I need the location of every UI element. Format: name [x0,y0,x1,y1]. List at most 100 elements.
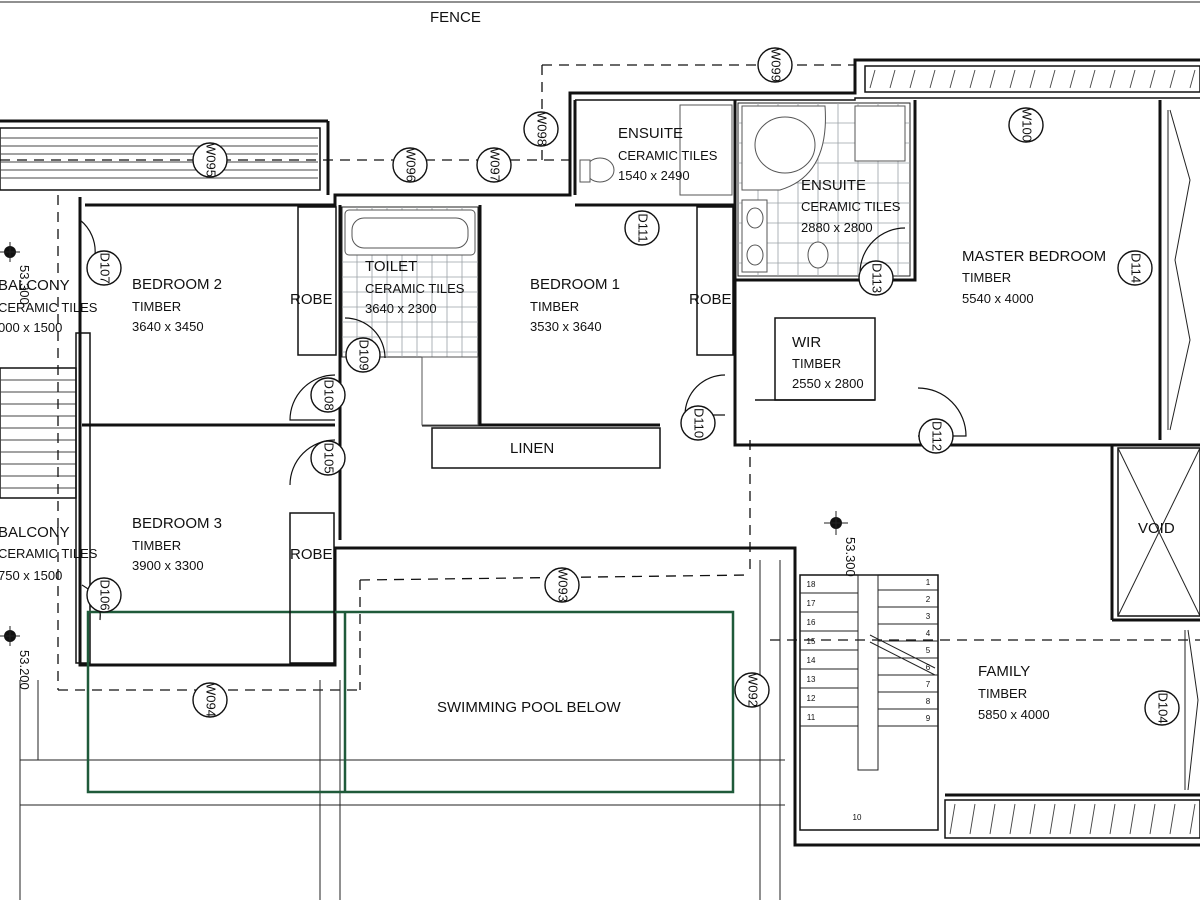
stair-number-left: 11 [807,713,816,722]
stair-number-left: 13 [807,675,816,684]
room-finish: CERAMIC TILES [365,281,465,296]
room-size: 000 x 1500 [0,320,62,335]
tag-w099: W099 [757,47,793,83]
room-master-bedroom: MASTER BEDROOM TIMBER 5540 x 4000 [962,248,1106,306]
room-name: BEDROOM 3 [132,515,222,532]
room-finish: TIMBER [132,299,181,314]
balcony-top-deck [0,119,330,195]
room-name: MASTER BEDROOM [962,248,1106,265]
svg-text:D105: D105 [322,442,337,473]
tag-d111: D111 [624,210,660,246]
svg-text:W092: W092 [746,673,761,707]
level-label-2: 53.200 [17,650,32,690]
exterior-walls [78,58,1200,847]
stair-number-right: 9 [926,714,931,723]
stair-number-right: 5 [926,646,931,655]
room-name: BEDROOM 2 [132,276,222,293]
tag-w092: W092 [734,672,770,708]
room-name: BALCONY [0,277,70,294]
tag-d110: D110 [680,405,716,441]
room-family: FAMILY TIMBER 5850 x 4000 [978,663,1050,722]
master-bay-window [1167,109,1191,431]
pool-label: SWIMMING POOL BELOW [437,699,621,716]
stair-number-right: 8 [926,697,931,706]
svg-text:W095: W095 [204,143,219,177]
tag-d107: D107 [86,250,122,286]
balcony-top-right [864,65,1200,93]
room-ensuite-1: ENSUITE CERAMIC TILES 1540 x 2490 [618,125,718,183]
family-window [1184,629,1199,791]
tag-w093: W093 [544,567,580,603]
tag-d108: D108 [310,377,346,413]
stair-number-right: 6 [926,663,931,672]
room-finish: TIMBER [530,299,579,314]
room-finish: CERAMIC TILES [801,199,901,214]
svg-text:D104: D104 [1156,692,1171,723]
tag-d105: D105 [310,440,346,476]
level-label-3: 53.300 [843,537,858,577]
roof-dash-lines [0,64,1200,691]
stair-number-right: 7 [926,680,931,689]
ensuite-small-fixtures [579,104,733,196]
svg-text:D108: D108 [322,379,337,410]
room-size: 3640 x 3450 [132,319,204,334]
stair-number-right: 3 [926,612,931,621]
room-size: 5540 x 4000 [962,291,1034,306]
stair-number-left: 15 [807,637,816,646]
svg-text:W096: W096 [404,148,419,182]
robe-label-bedroom2: ROBE [290,291,333,308]
robe-label-bedroom3: ROBE [290,546,333,563]
stair-number-left: 17 [807,599,816,608]
tag-d113: D113 [858,260,894,296]
svg-text:D106: D106 [98,579,113,610]
robe-bedroom1 [696,206,734,356]
linen-label: LINEN [510,440,554,457]
stair-number-left: 12 [807,694,816,703]
tag-w095: W095 [192,142,228,178]
svg-text:D113: D113 [870,263,885,293]
svg-text:W098: W098 [535,112,550,146]
room-bedroom-1: BEDROOM 1 TIMBER 3530 x 3640 [530,276,620,334]
void-area [1117,447,1200,617]
stair-number-left: 18 [807,580,816,589]
room-finish: CERAMIC TILES [0,546,98,561]
level-marker-2 [0,626,20,646]
tag-d106: D106 [86,577,122,613]
room-name: TOILET [365,258,417,275]
stair-number-left: 16 [807,618,816,627]
level-marker-1 [0,242,20,262]
svg-text:D114: D114 [1129,253,1144,283]
room-finish: TIMBER [978,686,1027,701]
linen-cupboard [431,427,661,469]
svg-text:D107: D107 [98,252,113,283]
tag-d114: D114 [1117,250,1153,286]
stair-number-right: 2 [926,595,931,604]
tag-w096: W096 [392,147,428,183]
svg-text:W093: W093 [556,568,571,602]
room-finish: TIMBER [132,538,181,553]
room-name: BEDROOM 1 [530,276,620,293]
room-toilet: TOILET CERAMIC TILES 3640 x 2300 [365,258,465,316]
toilet-tiles [341,206,479,426]
stair-number-bottom: 10 [853,813,862,822]
stair-number-left: 14 [807,656,816,665]
svg-text:D109: D109 [357,339,372,370]
svg-text:D111: D111 [636,213,651,242]
room-name: WIR [792,334,821,351]
tag-d109: D109 [345,337,381,373]
svg-text:D112: D112 [930,421,945,451]
room-size: 750 x 1500 [0,568,62,583]
room-name: ENSUITE [801,177,866,194]
robe-bedroom2 [297,206,337,356]
level-marker-3 [824,511,848,535]
svg-text:W094: W094 [204,683,219,717]
room-size: 2550 x 2800 [792,376,864,391]
room-name: BALCONY [0,524,70,541]
room-wir: WIR TIMBER 2550 x 2800 [792,334,864,391]
stair-number-right: 4 [926,629,931,638]
fence-label: FENCE [430,9,481,26]
tag-w097: W097 [476,147,512,183]
room-bedroom-2: BEDROOM 2 TIMBER 3640 x 3450 [132,276,222,334]
